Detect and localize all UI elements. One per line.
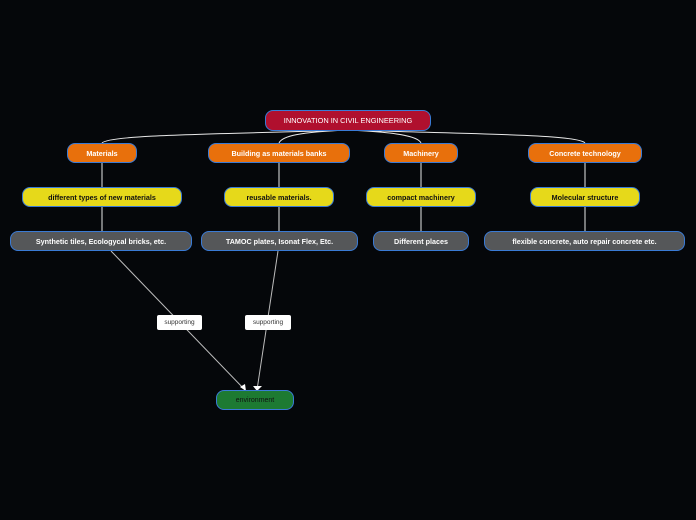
topic-building-materials-banks[interactable]: Building as materials banks [208,143,350,163]
subtopic-new-materials[interactable]: different types of new materials [22,187,182,207]
topic-materials[interactable]: Materials [67,143,137,163]
topic-machinery[interactable]: Machinery [384,143,458,163]
subtopic-reusable-materials[interactable]: reusable materials. [224,187,334,207]
relationship-label-2[interactable]: supporting [245,315,291,330]
detail-tamoc-plates[interactable]: TAMOC plates, Isonat Flex, Etc. [201,231,358,251]
subtopic-molecular-structure[interactable]: Molecular structure [530,187,640,207]
subtopic-compact-machinery[interactable]: compact machinery [366,187,476,207]
detail-synthetic-tiles[interactable]: Synthetic tiles, Ecologycal bricks, etc. [10,231,192,251]
detail-different-places[interactable]: Different places [373,231,469,251]
floating-topic-environment[interactable]: environment [216,390,294,410]
root-topic[interactable]: INNOVATION IN CIVIL ENGINEERING [265,110,431,131]
topic-concrete-technology[interactable]: Concrete technology [528,143,642,163]
arrowhead-2 [253,386,262,391]
relationship-label-1[interactable]: supporting [157,315,202,330]
arrowhead-1 [240,384,246,391]
connector-root-concrete [347,129,586,144]
connector-root-materials [101,129,349,144]
detail-flexible-concrete[interactable]: flexible concrete, auto repair concrete … [484,231,685,251]
